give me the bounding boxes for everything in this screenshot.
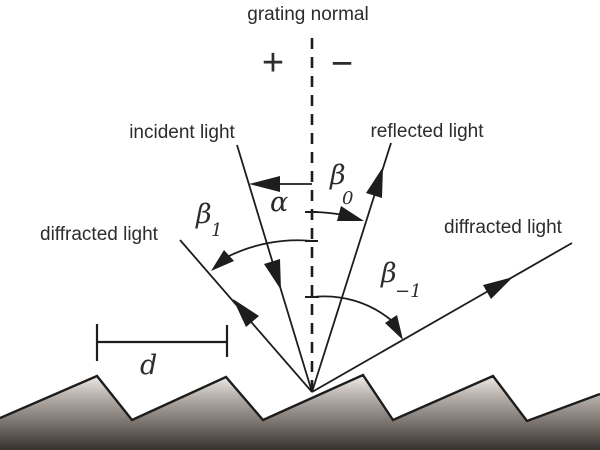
beta0-label: β (329, 160, 346, 191)
ray-geometry (95, 38, 573, 393)
beta1-arc-arrowhead (211, 250, 234, 271)
grating-profile-outline (0, 373, 600, 423)
incident-ray-arrowhead (264, 259, 281, 290)
labels: grating normal + − incident light reflec… (40, 4, 563, 381)
plus-sign: + (262, 42, 284, 84)
beta1-angle-arc (224, 239, 314, 259)
beta-minus1-subscript: −1 (395, 281, 422, 302)
diffracted-right-arrowhead (483, 277, 513, 299)
minus-sign: − (331, 43, 353, 85)
grating-normal-label: grating normal (247, 4, 368, 25)
diffracted-light-right-label: diffracted light (444, 217, 563, 238)
beta-minus1-arc-arrowhead (385, 315, 403, 340)
grating-surface (0, 373, 600, 450)
beta-minus1-angle-arc (312, 295, 392, 321)
beta0-subscript: 0 (342, 188, 353, 209)
diffracted-left-arrowhead (233, 299, 259, 327)
reflected-ray-arrowhead (366, 167, 383, 198)
beta1-label: β (195, 199, 212, 230)
incident-light-label: incident light (129, 122, 235, 143)
diffracted-light-left-label: diffracted light (40, 224, 159, 245)
groove-spacing-label: d (140, 350, 157, 381)
beta1-subscript: 1 (211, 220, 222, 241)
grating-body (0, 375, 600, 450)
beta0-arc-arrowhead (337, 206, 364, 221)
alpha-arrowhead (249, 176, 280, 192)
reflected-light-label: reflected light (370, 121, 484, 142)
beta-minus1-label: β (380, 258, 397, 289)
diffracted-ray-right (311, 242, 573, 393)
arrowheads (211, 167, 513, 340)
alpha-label: α (270, 187, 288, 218)
